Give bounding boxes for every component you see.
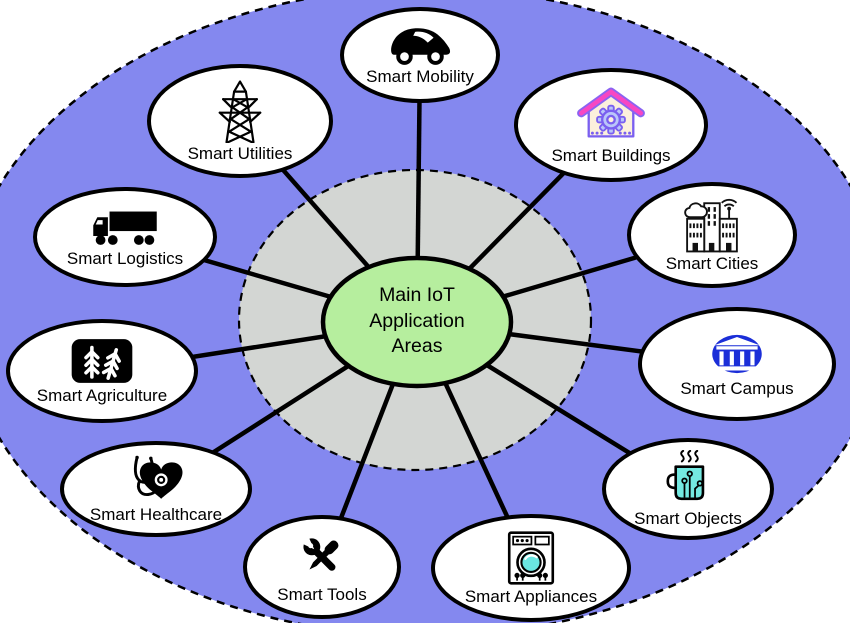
node-label: Smart Appliances — [464, 587, 598, 607]
node-smart-campus: Smart Campus — [638, 307, 836, 421]
smart-mug-icon — [666, 450, 705, 501]
wheat-stalk-left — [84, 345, 100, 379]
circuit-glyph — [681, 470, 704, 498]
dotted-floor — [590, 131, 632, 135]
node-smart-objects: Smart Objects — [602, 438, 774, 540]
node-label: Smart Mobility — [366, 67, 474, 87]
wifi-antenna-glyph — [721, 199, 738, 219]
stethoscope-glyph — [133, 456, 162, 497]
node-smart-mobility: Smart Mobility — [340, 7, 500, 103]
node-smart-utilities: Smart Utilities — [147, 64, 333, 178]
node-smart-cities: Smart Cities — [627, 182, 797, 288]
node-smart-appliances: Smart Appliances — [431, 514, 631, 622]
node-label: Smart Buildings — [551, 146, 671, 166]
node-smart-buildings: Smart Buildings — [514, 68, 708, 182]
wheat-icon — [71, 339, 133, 383]
center-label-line3: Areas — [391, 335, 443, 358]
wrench-screwdriver-icon — [298, 533, 339, 571]
feet-glyph — [514, 572, 548, 581]
washing-machine-icon — [507, 531, 555, 585]
power-tower-icon — [218, 80, 262, 144]
node-label: Smart Objects — [634, 509, 742, 529]
campus-building-icon — [712, 335, 762, 374]
center-label-line2: Application — [369, 309, 465, 332]
node-label: Smart Agriculture — [36, 386, 168, 406]
node-label: Smart Campus — [680, 379, 794, 399]
node-smart-tools: Smart Tools — [243, 515, 401, 619]
wheat-stalk-right — [101, 348, 121, 380]
node-smart-agriculture: Smart Agriculture — [6, 319, 198, 423]
node-label: Smart Logistics — [66, 249, 184, 269]
truck-icon — [93, 211, 157, 245]
stethoscope-heart-icon — [133, 455, 183, 499]
node-smart-logistics: Smart Logistics — [33, 187, 217, 287]
car-icon — [391, 28, 451, 65]
smart-home-gear-icon — [577, 87, 645, 138]
node-label: Smart Utilities — [187, 144, 293, 164]
node-smart-healthcare: Smart Healthcare — [60, 441, 252, 537]
node-label: Smart Tools — [277, 585, 367, 605]
wrench-glyph — [298, 533, 336, 571]
city-buildings-icon — [684, 199, 738, 253]
center-ellipse — [320, 255, 514, 389]
gear-glyph — [596, 104, 626, 135]
center-label-line1: Main IoT — [379, 284, 455, 306]
steam-glyph — [680, 450, 699, 463]
node-label: Smart Healthcare — [89, 505, 223, 525]
center-label: Main IoT Application Areas — [322, 283, 512, 360]
node-label: Smart Cities — [665, 254, 759, 274]
